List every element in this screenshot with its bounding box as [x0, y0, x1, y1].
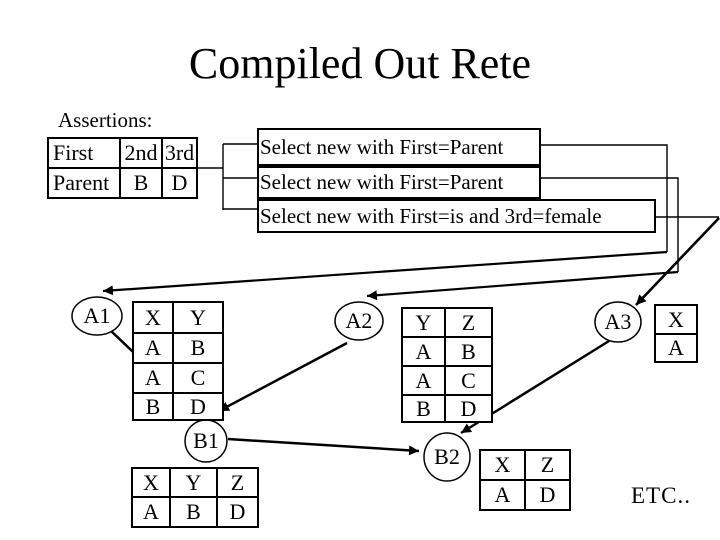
table-cell: A	[655, 334, 697, 362]
table-cell: D	[162, 168, 197, 198]
arrow-rule1-to-a1	[102, 250, 668, 296]
b2-memory-table: X Z A D	[479, 449, 571, 511]
rule-to-node-arrows	[102, 217, 720, 306]
rule-box-2: Select new with First=Parent	[257, 166, 541, 199]
table-cell: 2nd	[120, 138, 162, 168]
table-cell: D	[173, 393, 223, 420]
node-circles	[71, 296, 642, 482]
table-cell: A	[133, 333, 173, 363]
page-title: Compiled Out Rete	[188, 39, 532, 88]
table-cell: First	[48, 138, 120, 168]
table-cell: A	[402, 366, 445, 395]
table-cell: Z	[217, 468, 258, 497]
table-cell: X	[132, 468, 170, 497]
table-cell: Y	[170, 468, 217, 497]
table-cell: A	[132, 497, 170, 527]
table-cell: Y	[173, 302, 223, 333]
rule2-output-line	[541, 177, 679, 272]
node-a3-circle	[594, 301, 642, 343]
table-cell: A	[480, 480, 525, 510]
arrow-a2-to-b1	[218, 341, 348, 413]
etc-label: ETC..	[631, 483, 691, 508]
table-cell: X	[480, 450, 525, 480]
table-cell: C	[445, 366, 492, 395]
table-cell: X	[655, 305, 697, 334]
b1-memory-table: X Y Z A B D	[131, 467, 259, 528]
rule-box-3: Select new with First=is and 3rd=female	[257, 199, 656, 233]
arrow-rule2-to-a2	[366, 270, 679, 301]
table-cell: B	[173, 333, 223, 363]
table-cell: B	[120, 168, 162, 198]
table-cell: C	[173, 363, 223, 393]
table-cell: Y	[402, 308, 445, 337]
node-b2-circle	[423, 432, 471, 482]
table-cell: X	[133, 302, 173, 333]
node-a2-label: A2	[345, 308, 373, 333]
table-cell: A	[402, 337, 445, 366]
table-cell: Parent	[48, 168, 120, 198]
table-cell: D	[525, 480, 570, 510]
node-a1-label: A1	[83, 303, 111, 328]
arrow-rule3-to-a3	[635, 217, 720, 306]
table-cell: B	[170, 497, 217, 527]
table-cell: D	[217, 497, 258, 527]
table-cell: Z	[525, 450, 570, 480]
node-a3-label: A3	[604, 309, 632, 334]
assertions-table: First 2nd 3rd Parent B D	[47, 137, 198, 199]
rule-output-lines	[541, 144, 719, 272]
table-cell: D	[445, 395, 492, 422]
a3-memory-table: X A	[654, 304, 698, 363]
assertions-label: Assertions:	[58, 108, 153, 132]
a1-memory-table: X Y A B A C B D	[132, 301, 224, 421]
a2-memory-table: Y Z A B A C B D	[401, 307, 493, 423]
rule-box-1: Select new with First=Parent	[257, 128, 541, 166]
node-b2-label: B2	[434, 444, 460, 469]
node-a1-circle	[71, 296, 123, 336]
table-cell: 3rd	[162, 138, 197, 168]
arrow-b1-to-b2	[227, 437, 420, 456]
assertions-fanout-lines	[197, 143, 257, 210]
table-cell: B	[133, 393, 173, 420]
table-cell: B	[445, 337, 492, 366]
table-cell: Z	[445, 308, 492, 337]
table-cell: B	[402, 395, 445, 422]
table-cell: A	[133, 363, 173, 393]
node-b1-label: B1	[193, 428, 219, 453]
node-a2-circle	[334, 301, 384, 341]
